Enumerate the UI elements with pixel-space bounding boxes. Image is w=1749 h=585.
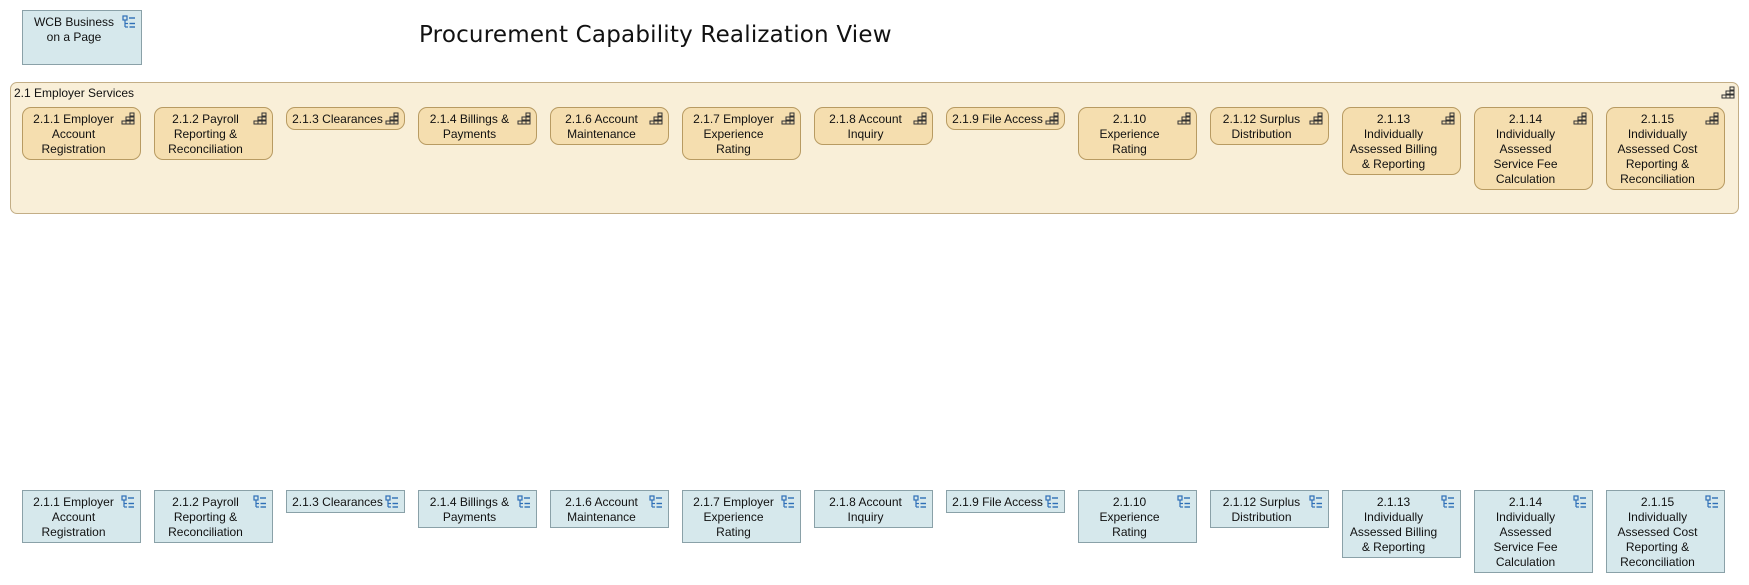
box-label: 2.1.1 Employer Account Registration xyxy=(33,112,114,156)
capability-icon xyxy=(385,112,399,125)
process-icon xyxy=(781,495,794,508)
process-13[interactable]: 2.1.15 Individually Assessed Cost Report… xyxy=(1606,490,1725,573)
capability-13[interactable]: 2.1.15 Individually Assessed Cost Report… xyxy=(1606,107,1725,190)
capability-10[interactable]: 2.1.12 Surplus Distribution xyxy=(1210,107,1329,145)
capability-5[interactable]: 2.1.6 Account Maintenance xyxy=(550,107,669,145)
capability-7[interactable]: 2.1.8 Account Inquiry xyxy=(814,107,933,145)
box-label: 2.1.4 Billings & Payments xyxy=(429,112,510,141)
process-icon xyxy=(385,495,398,508)
box-label: 2.1.6 Account Maintenance xyxy=(565,495,638,524)
box-label: 2.1.9 File Access xyxy=(952,112,1043,126)
box-label: 2.1.2 Payroll Reporting & Reconciliation xyxy=(168,112,243,156)
capability-9[interactable]: 2.1.10 Experience Rating xyxy=(1078,107,1197,160)
process-7[interactable]: 2.1.8 Account Inquiry xyxy=(814,490,933,528)
box-label: 2.1.15 Individually Assessed Cost Report… xyxy=(1617,495,1698,569)
box-label: 2.1.14 Individually Assessed Service Fee… xyxy=(1493,495,1558,569)
process-icon xyxy=(1177,495,1190,508)
page-link-label: WCB Business on a Page xyxy=(33,15,115,44)
process-10[interactable]: 2.1.12 Surplus Distribution xyxy=(1210,490,1329,528)
box-label: 2.1.10 Experience Rating xyxy=(1099,112,1160,156)
page-link-wcb-business[interactable]: WCB Business on a Page xyxy=(22,10,142,65)
process-icon xyxy=(649,495,662,508)
capability-11[interactable]: 2.1.13 Individually Assessed Billing & R… xyxy=(1342,107,1461,175)
process-6[interactable]: 2.1.7 Employer Experience Rating xyxy=(682,490,801,543)
capability-icon xyxy=(1441,112,1455,125)
box-label: 2.1.3 Clearances xyxy=(292,495,383,509)
box-label: 2.1.8 Account Inquiry xyxy=(829,495,902,524)
process-4[interactable]: 2.1.4 Billings & Payments xyxy=(418,490,537,528)
box-label: 2.1.8 Account Inquiry xyxy=(829,112,902,141)
capability-12[interactable]: 2.1.14 Individually Assessed Service Fee… xyxy=(1474,107,1593,190)
process-icon xyxy=(1441,495,1454,508)
capability-icon xyxy=(253,112,267,125)
box-label: 2.1.7 Employer Experience Rating xyxy=(693,495,774,539)
process-icon xyxy=(121,495,134,508)
process-icon xyxy=(1705,495,1718,508)
capability-2[interactable]: 2.1.2 Payroll Reporting & Reconciliation xyxy=(154,107,273,160)
capability-8[interactable]: 2.1.9 File Access xyxy=(946,107,1065,130)
page-title: Procurement Capability Realization View xyxy=(419,22,892,48)
process-5[interactable]: 2.1.6 Account Maintenance xyxy=(550,490,669,528)
capability-icon xyxy=(1045,112,1059,125)
capability-4[interactable]: 2.1.4 Billings & Payments xyxy=(418,107,537,145)
process-8[interactable]: 2.1.9 File Access xyxy=(946,490,1065,513)
capability-icon xyxy=(781,112,795,125)
process-icon xyxy=(517,495,530,508)
process-12[interactable]: 2.1.14 Individually Assessed Service Fee… xyxy=(1474,490,1593,573)
box-label: 2.1.9 File Access xyxy=(952,495,1043,509)
process-3[interactable]: 2.1.3 Clearances xyxy=(286,490,405,513)
process-icon xyxy=(1573,495,1586,508)
capability-icon xyxy=(1177,112,1191,125)
box-label: 2.1.14 Individually Assessed Service Fee… xyxy=(1493,112,1558,186)
box-label: 2.1.3 Clearances xyxy=(292,112,383,126)
capability-icon xyxy=(1309,112,1323,125)
capability-icon xyxy=(121,112,135,125)
process-icon xyxy=(1045,495,1058,508)
box-label: 2.1.12 Surplus Distribution xyxy=(1222,112,1301,141)
capability-icon xyxy=(649,112,663,125)
process-icon xyxy=(253,495,266,508)
box-label: 2.1.10 Experience Rating xyxy=(1099,495,1160,539)
process-2[interactable]: 2.1.2 Payroll Reporting & Reconciliation xyxy=(154,490,273,543)
capability-icon xyxy=(517,112,531,125)
capability-6[interactable]: 2.1.7 Employer Experience Rating xyxy=(682,107,801,160)
box-label: 2.1.15 Individually Assessed Cost Report… xyxy=(1617,112,1698,186)
process-1[interactable]: 2.1.1 Employer Account Registration xyxy=(22,490,141,543)
group-label: 2.1 Employer Services xyxy=(14,86,135,100)
process-icon xyxy=(122,15,135,28)
capability-3[interactable]: 2.1.3 Clearances xyxy=(286,107,405,130)
process-icon xyxy=(1309,495,1322,508)
box-label: 2.1.13 Individually Assessed Billing & R… xyxy=(1349,495,1438,554)
capability-icon xyxy=(1721,86,1735,99)
process-icon xyxy=(913,495,926,508)
box-label: 2.1.7 Employer Experience Rating xyxy=(693,112,774,156)
box-label: 2.1.13 Individually Assessed Billing & R… xyxy=(1349,112,1438,171)
capability-1[interactable]: 2.1.1 Employer Account Registration xyxy=(22,107,141,160)
box-label: 2.1.2 Payroll Reporting & Reconciliation xyxy=(168,495,243,539)
box-label: 2.1.12 Surplus Distribution xyxy=(1222,495,1301,524)
process-11[interactable]: 2.1.13 Individually Assessed Billing & R… xyxy=(1342,490,1461,558)
capability-icon xyxy=(1705,112,1719,125)
box-label: 2.1.1 Employer Account Registration xyxy=(33,495,114,539)
capability-icon xyxy=(1573,112,1587,125)
box-label: 2.1.4 Billings & Payments xyxy=(429,495,510,524)
process-9[interactable]: 2.1.10 Experience Rating xyxy=(1078,490,1197,543)
box-label: 2.1.6 Account Maintenance xyxy=(565,112,638,141)
capability-icon xyxy=(913,112,927,125)
